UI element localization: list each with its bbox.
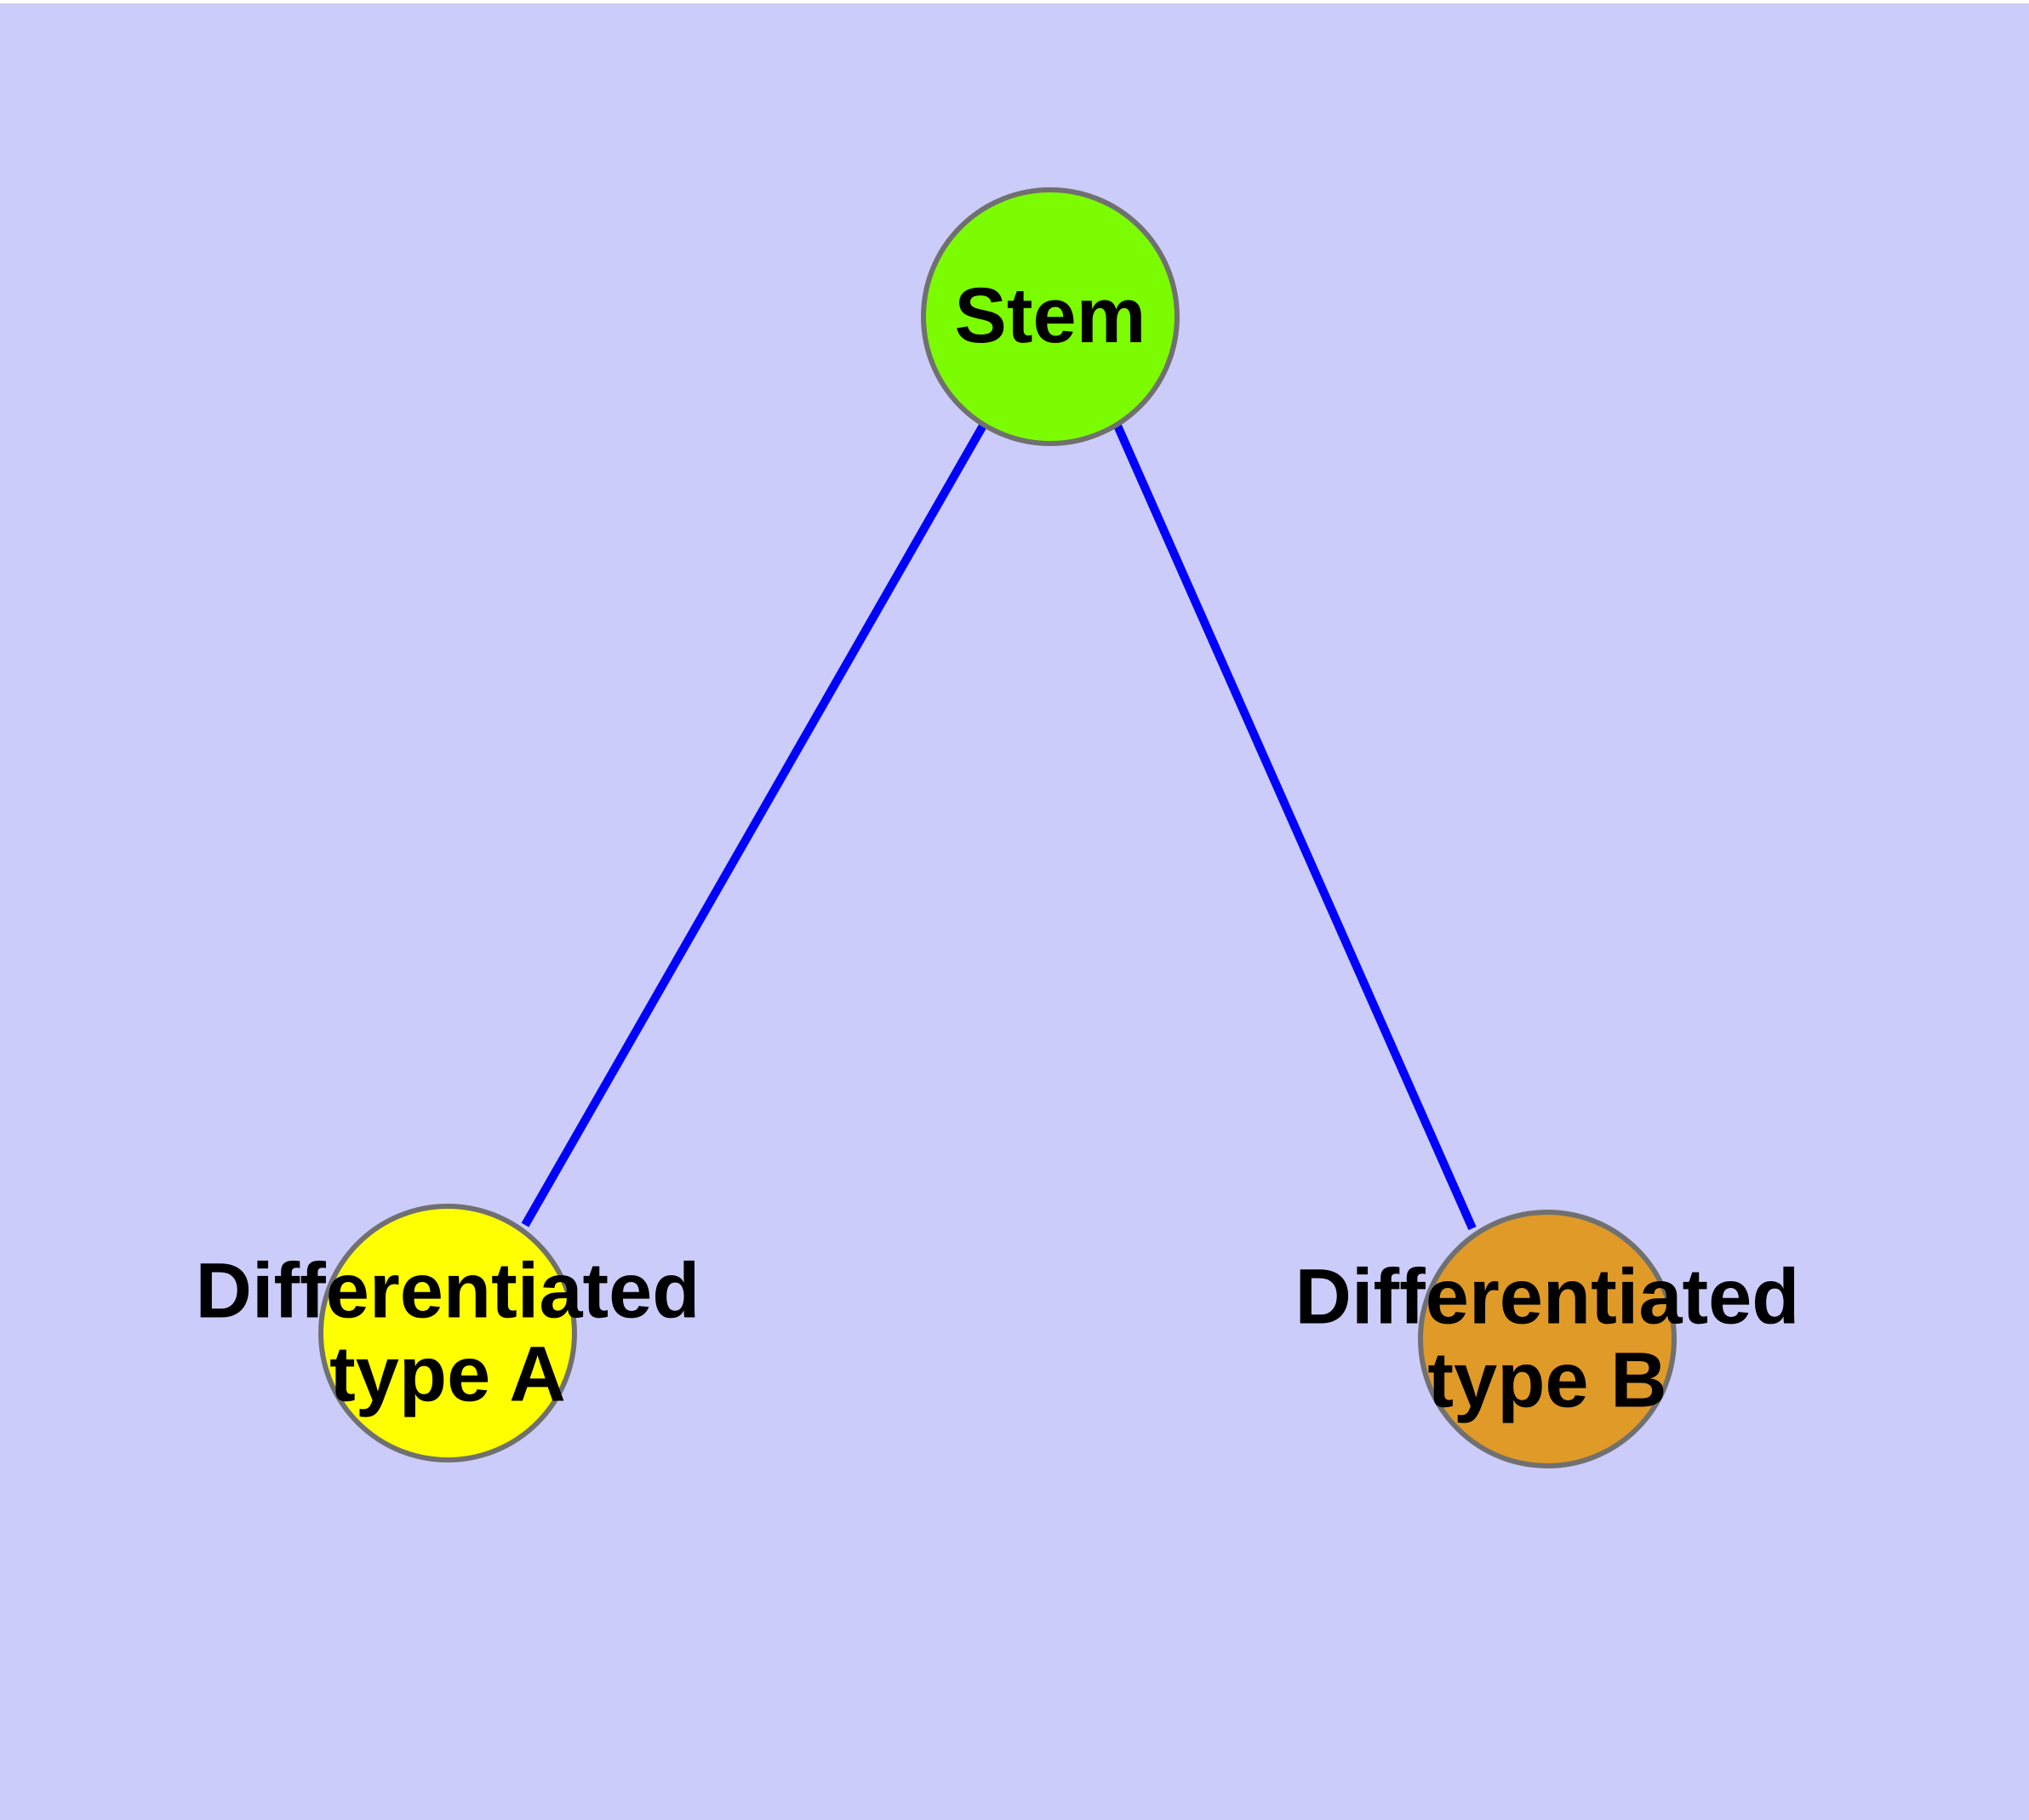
node-differentiated-type-a[interactable] (318, 1204, 577, 1462)
node-differentiated-type-b[interactable] (1418, 1210, 1677, 1468)
edge-stem-to-differentiated-type-b (1113, 423, 1477, 1231)
edge-layer (521, 423, 1477, 1231)
edge-stem-to-differentiated-type-a (521, 423, 987, 1228)
node-layer (318, 187, 1677, 1468)
node-stem[interactable] (921, 187, 1180, 446)
